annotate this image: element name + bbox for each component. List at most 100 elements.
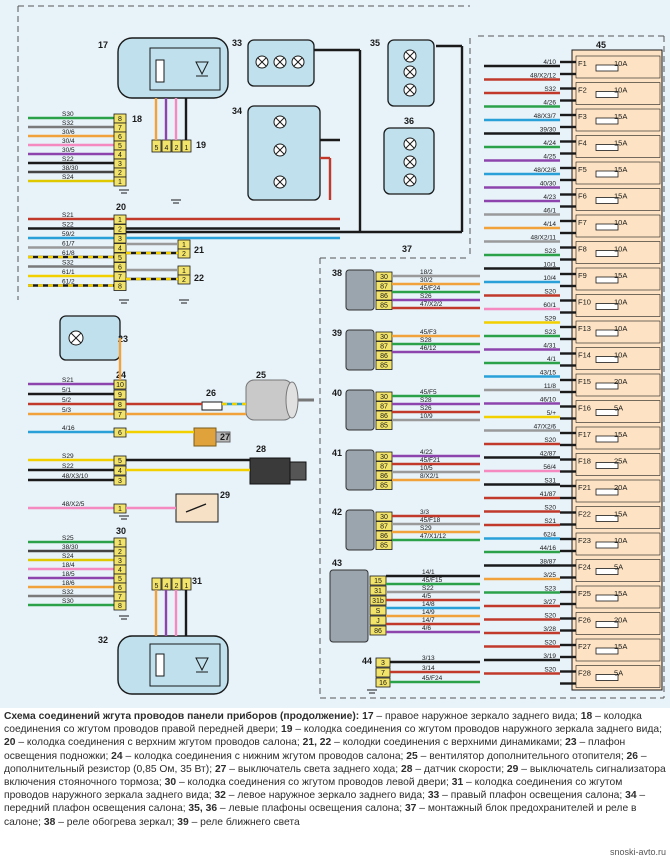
component-label-41: 41	[332, 448, 342, 458]
caption-item-text: – плафон освещения подножки;	[4, 737, 626, 762]
fuse-symbol	[595, 117, 619, 125]
fuse-wire-label: 3/19	[543, 653, 556, 660]
block18-wire-label: S30	[62, 111, 74, 118]
fuse-rating: 10A	[614, 218, 627, 227]
caption-item-text: – передний плафон освещения салона;	[4, 790, 646, 815]
connector-pin-number: 30	[380, 334, 388, 341]
connector-pin-number: 7	[118, 274, 122, 281]
connector-pin-number: 2	[182, 251, 186, 258]
connector-pin-number: 16	[379, 680, 387, 687]
caption-item-text: – датчик скорости;	[412, 763, 507, 775]
relay-pin	[375, 480, 393, 490]
connector-pin-number: 86	[380, 413, 388, 420]
block24-wire-label: 5/3	[62, 407, 71, 414]
connector-pin-number: 4	[118, 246, 122, 253]
connector-pin-number: 3	[118, 478, 122, 485]
component-label-21: 21	[194, 245, 204, 255]
relay43-wire-label: 4/5	[422, 593, 431, 600]
dynamic-shapes: 1718192021222324252627282930313233343536…	[28, 38, 661, 694]
connector-pin-number: 87	[380, 524, 388, 531]
fuse-symbol	[595, 223, 619, 231]
connector-pin-number: 2	[118, 227, 122, 234]
component-label-29: 29	[220, 490, 230, 500]
connector-pin-number: 6	[118, 585, 122, 592]
fuse-rating: 15A	[614, 642, 627, 651]
fuse-wire-label: 42/87	[540, 451, 557, 458]
connector-pin-number: 31b	[372, 598, 384, 605]
fuse-symbol	[595, 303, 619, 310]
block20-wire-label: S32	[62, 260, 74, 267]
connector-pin-number: 3	[381, 660, 385, 667]
component-label-26: 26	[206, 388, 216, 398]
block30-wire-label: 18/4	[62, 562, 75, 569]
fuse-wire-label: 4/31	[543, 343, 556, 350]
fuse-rating: 15A	[614, 139, 627, 148]
relay-wire-label: S26	[420, 405, 432, 412]
fuse-rating: 5A	[614, 404, 623, 413]
fuse-cell	[575, 479, 661, 503]
fuse-wire-label: S20	[544, 505, 556, 512]
fuse-wire-label: 3/27	[543, 599, 556, 606]
connector-pin-number: 87	[380, 284, 388, 291]
component-label-34: 34	[232, 106, 242, 116]
fuse-symbol	[595, 91, 619, 98]
caption-item-number: 35, 36	[188, 803, 218, 815]
lamp-icon-cross	[275, 117, 285, 127]
fuse-symbol	[595, 621, 619, 628]
relay44-wire-label: 3/13	[422, 655, 435, 662]
block24-wire-label: 48/X3/10	[62, 473, 88, 480]
component-label-25: 25	[256, 370, 266, 380]
fuse-rating: 5A	[614, 669, 623, 678]
fuse-name: F15	[578, 377, 591, 386]
fuse-symbol	[595, 515, 619, 522]
fuse-name: F28	[578, 669, 591, 678]
relay43-wire-label: 45/F15	[422, 577, 443, 584]
fuse-cell	[575, 612, 661, 635]
fuse-name: F17	[578, 430, 591, 439]
fuse-symbol	[595, 144, 619, 151]
relay-pin	[375, 470, 393, 481]
fuse-cell	[575, 294, 661, 317]
caption-item-number: 18	[580, 711, 593, 722]
fuse-rating: 20A	[614, 377, 627, 386]
relay-pin	[375, 420, 393, 430]
fuse-name: F27	[578, 642, 591, 651]
relay43-wire-label: 14/9	[422, 609, 435, 616]
fuse-wire-label: 43/15	[540, 370, 557, 377]
lamp-icon-cross	[293, 57, 303, 67]
mirror-17-inner	[149, 47, 221, 91]
relay-pin	[375, 410, 393, 421]
fuse-name: F2	[578, 86, 587, 95]
connector-pin-number: 1	[118, 540, 122, 547]
connector-pin-number: 1	[182, 242, 186, 249]
component-label-38: 38	[332, 268, 342, 278]
fuse-cell	[575, 585, 661, 609]
mirror-32-heater-icon	[155, 653, 165, 677]
caption-item-text: – колодка соединения с нижним жгутом про…	[122, 750, 407, 762]
fuse-symbol	[595, 64, 619, 72]
relay-body-41	[345, 449, 375, 491]
caption-item-number: 21, 22	[302, 737, 332, 749]
speed-sensor-28-icon	[249, 457, 291, 485]
fuse-wire-label: 62/4	[543, 532, 556, 539]
component-label-17: 17	[98, 40, 108, 50]
connector-pin-number: 86	[380, 353, 388, 360]
connector-pin-number: 85	[380, 543, 388, 550]
block20-pin	[113, 252, 127, 263]
caption-item-number: 19	[280, 724, 293, 736]
fuse-cell	[575, 241, 661, 264]
caption-item-text: – монтажный блок предохранителей и реле …	[4, 803, 637, 828]
relay44-wire-label: 45/F24	[422, 675, 443, 682]
fuse-rating: 15A	[614, 112, 627, 121]
relay-body-42	[345, 509, 375, 551]
connector-pin-number: 4	[118, 468, 122, 475]
fuse-wire-label: S20	[544, 437, 556, 444]
relay-pin	[375, 521, 393, 531]
block18-wire-label: 30/6	[62, 129, 75, 136]
connector-pin-number: 5	[155, 145, 159, 152]
block30-pin	[113, 600, 127, 611]
caption-item-text: – левые плафоны освещения салона;	[217, 803, 405, 815]
connector-pin-number: 5	[118, 255, 122, 262]
fuse-symbol	[595, 276, 619, 284]
